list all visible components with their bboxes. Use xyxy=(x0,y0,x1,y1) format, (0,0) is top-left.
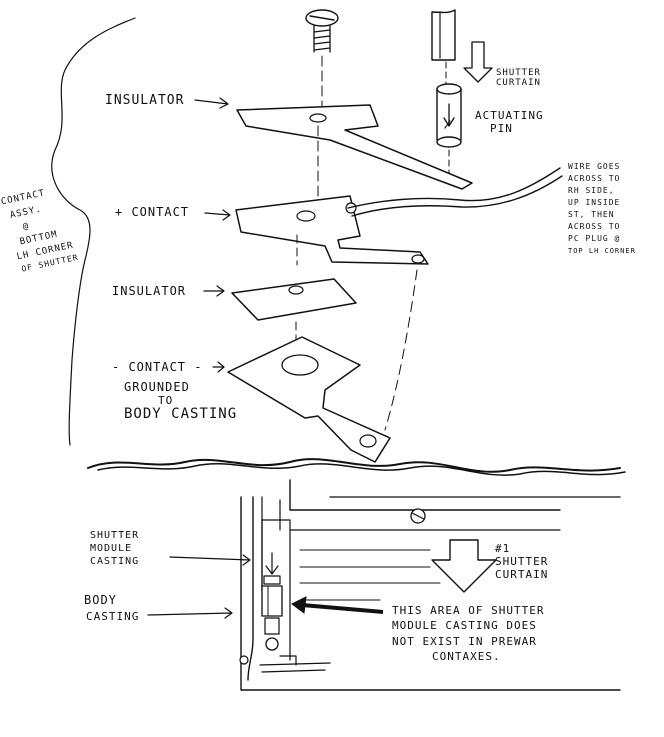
label-insulator-middle: INSULATOR xyxy=(112,284,186,298)
label-actuating-pin-line2: PIN xyxy=(490,122,513,135)
wire-note-line3: RH SIDE, xyxy=(568,186,615,195)
casting-outline xyxy=(51,17,136,446)
wire-note-line8: TOP LH CORNER xyxy=(568,247,636,255)
wire-note: WIRE GOES ACROSS TO RH SIDE, UP INSIDE S… xyxy=(568,162,636,255)
note-line2: MODULE CASTING DOES xyxy=(392,619,537,632)
minus-contact-part xyxy=(227,336,391,463)
wire-note-line1: WIRE GOES xyxy=(568,162,620,171)
contact-assy-line2: ASSY. xyxy=(9,204,42,220)
label-grounded-line2: TO xyxy=(158,394,173,407)
label-shutter-module-line2: MODULE xyxy=(90,543,132,554)
curtain-arrow-icon xyxy=(431,539,497,593)
label-body-casting-line1: BODY xyxy=(84,593,117,607)
label-actuating-pin-line1: ACTUATING xyxy=(475,109,544,122)
leader-arrows xyxy=(194,97,451,373)
label-grounded-line3: BODY CASTING xyxy=(124,406,237,422)
label-shutter-curtain-line1: SHUTTER xyxy=(496,68,541,78)
label-insulator-top: INSULATOR xyxy=(105,93,184,108)
note-line1: THIS AREA OF SHUTTER xyxy=(392,604,544,617)
label-curtain1-line3: CURTAIN xyxy=(495,568,548,581)
down-arrow-icon xyxy=(463,41,493,83)
plus-contact-part xyxy=(235,167,563,431)
shutter-curtain-strip xyxy=(431,9,493,87)
wire-note-line5: ST, THEN xyxy=(568,210,615,219)
contact-assy-line3: @ xyxy=(22,221,30,232)
wire-note-line6: ACROSS TO xyxy=(568,222,620,231)
note-line4: CONTAXES. xyxy=(432,650,501,663)
contact-assy-label: CONTACT ASSY. @ BOTTOM LH CORNER OF SHUT… xyxy=(0,188,79,273)
wire-note-line2: ACROSS TO xyxy=(568,174,620,183)
label-minus-contact: - CONTACT - xyxy=(112,360,202,374)
label-body-casting-line2: CASTING xyxy=(86,610,139,623)
label-plus-contact: + CONTACT xyxy=(115,205,189,219)
actuating-pin xyxy=(436,83,462,183)
label-curtain1-line1: #1 xyxy=(495,542,510,555)
label-grounded-line1: GROUNDED xyxy=(124,380,190,394)
screw-icon xyxy=(305,9,339,109)
section-view xyxy=(147,479,621,691)
label-shutter-module-line1: SHUTTER xyxy=(90,530,139,541)
label-shutter-module-line3: CASTING xyxy=(90,556,139,567)
wire-note-line7: PC PLUG @ xyxy=(568,234,620,243)
thick-arrow-icon xyxy=(291,596,307,614)
note-line3: NOT EXIST IN PREWAR xyxy=(392,635,537,648)
label-shutter-curtain-line2: CURTAIN xyxy=(496,78,541,88)
label-curtain1-line2: SHUTTER xyxy=(495,555,548,568)
wire-note-line4: UP INSIDE xyxy=(568,198,620,207)
pin-arrow-icon xyxy=(443,103,455,127)
section-note: THIS AREA OF SHUTTER MODULE CASTING DOES… xyxy=(392,604,544,663)
break-line xyxy=(87,458,621,473)
small-down-arrow-icon xyxy=(265,552,279,575)
insulator-middle-part xyxy=(231,278,357,353)
insulator-top-part xyxy=(236,104,473,199)
